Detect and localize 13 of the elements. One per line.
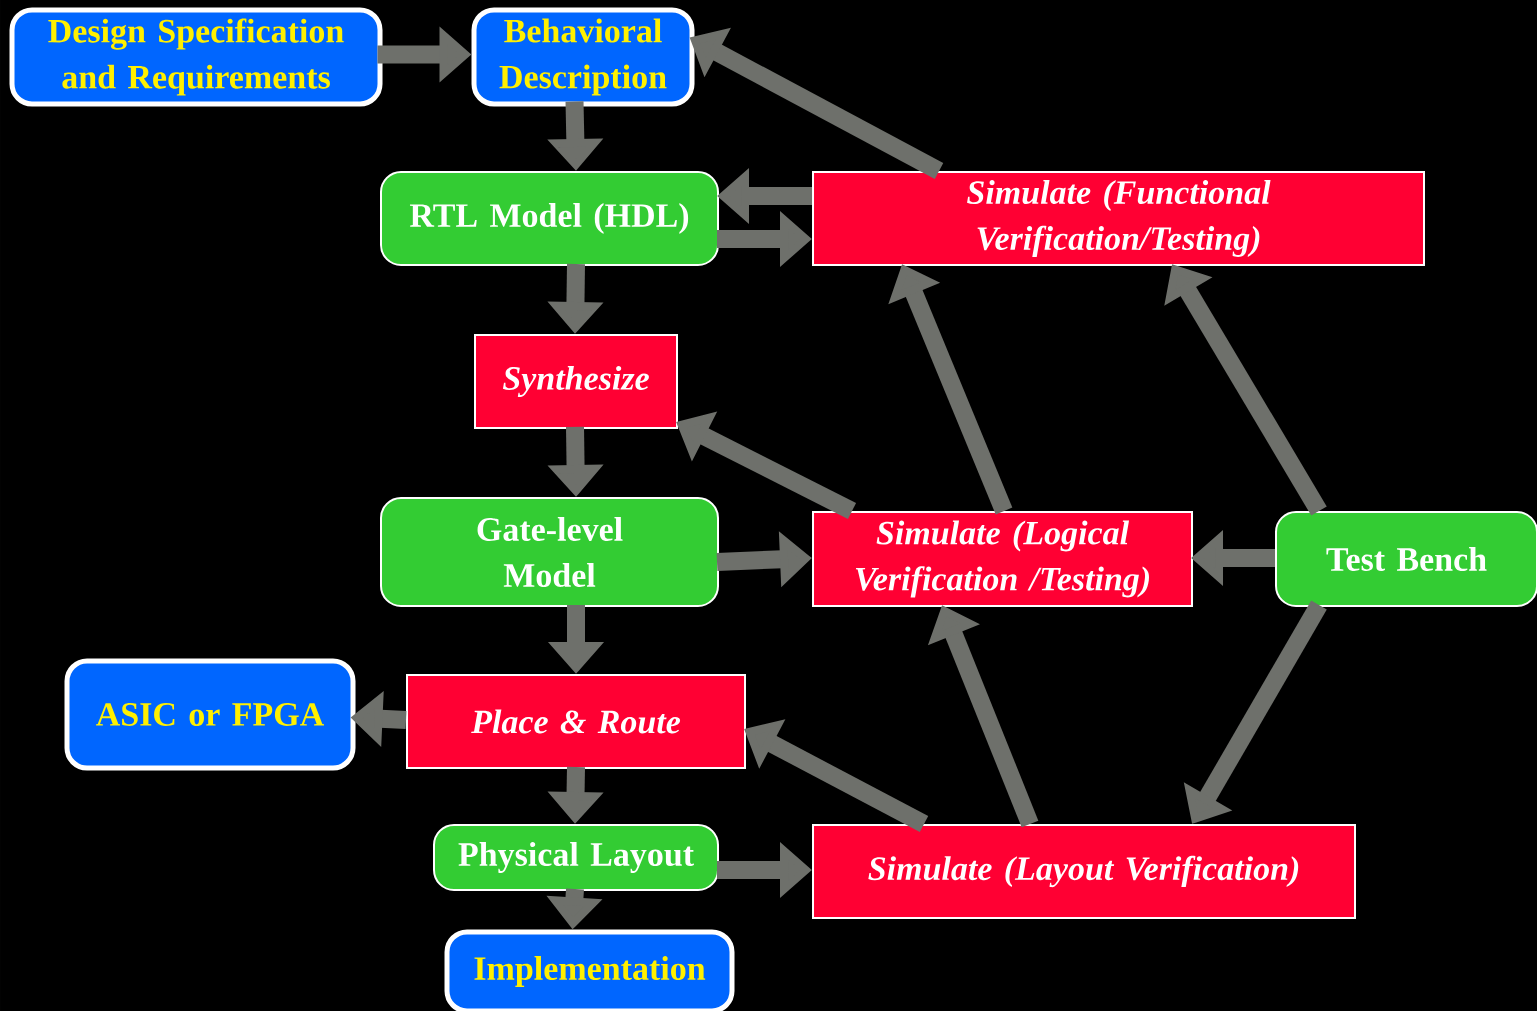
flow-box: ASIC or FPGA bbox=[64, 658, 356, 771]
flow-box: Gate-level Model bbox=[380, 497, 719, 607]
simulation-box: Simulate (Logical Verification /Testing) bbox=[812, 511, 1193, 607]
flow-box: Test Bench bbox=[1275, 511, 1537, 607]
flow-box: Physical Layout bbox=[433, 824, 719, 891]
flow-box: Implementation bbox=[444, 929, 735, 1011]
flow-box: RTL Model (HDL) bbox=[380, 171, 719, 266]
flow-box: Behavioral Description bbox=[471, 7, 695, 107]
simulation-box: Synthesize bbox=[474, 334, 678, 429]
simulation-box: Simulate (Layout Verification) bbox=[812, 824, 1356, 919]
flow-box: Design Specification and Requirements bbox=[9, 7, 383, 107]
simulation-box: Simulate (Functional Verification/Testing) bbox=[812, 171, 1425, 266]
simulation-box: Place & Route bbox=[406, 674, 746, 769]
